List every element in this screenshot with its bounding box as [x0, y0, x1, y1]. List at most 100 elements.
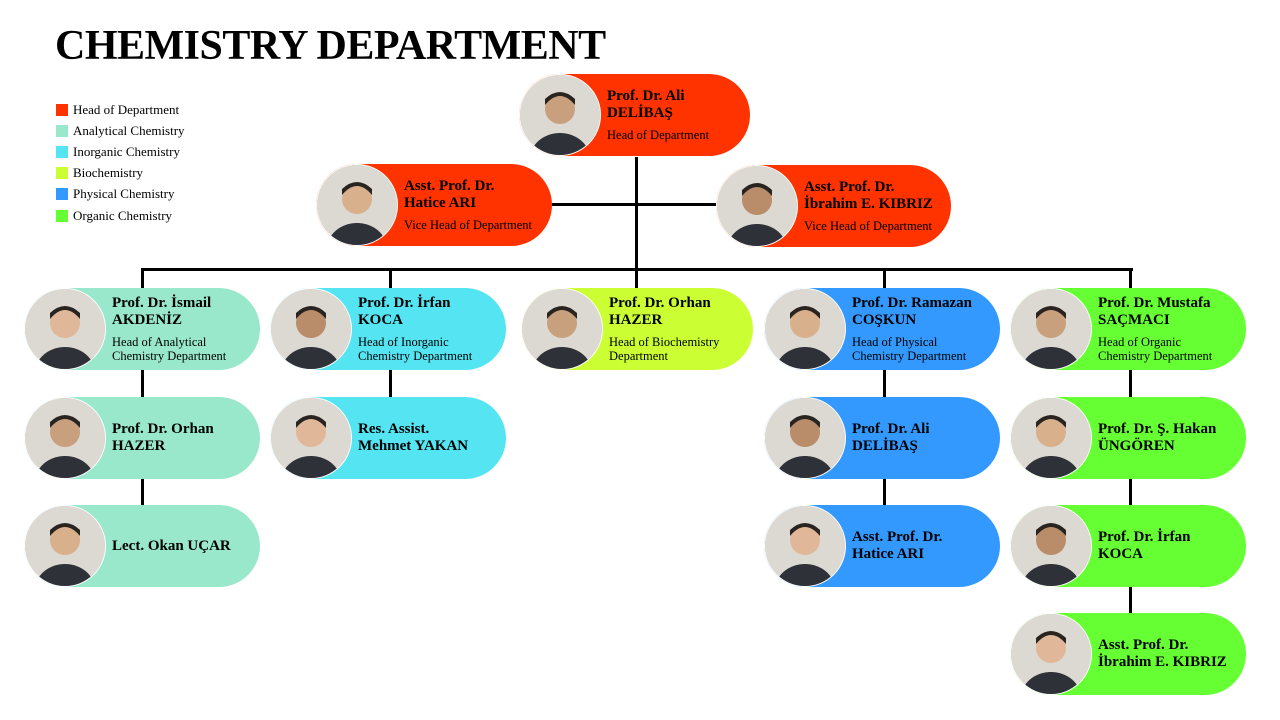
person-name-line: KOCA — [1098, 546, 1143, 562]
connector-line — [1129, 478, 1132, 505]
person-photo — [519, 74, 601, 156]
person-role-line: Head of Inorganic — [358, 335, 449, 349]
legend-label: Inorganic Chemistry — [73, 143, 180, 159]
person-name-line: Prof. Dr. Orhan — [112, 421, 214, 437]
connector-line — [1129, 370, 1132, 397]
person-photo — [764, 505, 846, 587]
person-name-line: Prof. Dr. Ali — [852, 421, 930, 437]
connector-line — [141, 370, 144, 397]
person-name-line: Hatice ARI — [404, 195, 477, 211]
connector-line — [1129, 268, 1132, 288]
connector-line — [389, 268, 392, 288]
person-photo — [764, 397, 846, 479]
connector-line — [552, 203, 716, 206]
person-name-line: Lect. Okan UÇAR — [112, 537, 231, 554]
legend-item: Head of Department — [56, 99, 185, 120]
person-role-line: Chemistry Department — [112, 349, 227, 363]
person-photo — [521, 288, 603, 370]
person-name-line: HAZER — [112, 438, 166, 454]
person-photo — [1010, 397, 1092, 479]
person-photo — [1010, 505, 1092, 587]
connector-line — [883, 268, 886, 288]
person-role-line: Vice Head of Department — [404, 218, 533, 232]
legend-item: Analytical Chemistry — [56, 120, 185, 141]
person-role-line: Chemistry Department — [852, 349, 967, 363]
person-name-line: Prof. Dr. İrfan — [1098, 529, 1191, 545]
person-text: Asst. Prof. Dr.Hatice ARI — [852, 505, 942, 587]
person-name-line: ÜNGÖREN — [1098, 438, 1175, 454]
legend-item: Organic Chemistry — [56, 205, 185, 226]
person-name-line: Asst. Prof. Dr. — [852, 529, 943, 545]
legend-item: Physical Chemistry — [56, 184, 185, 205]
person-photo — [270, 288, 352, 370]
person-name-line: COŞKUN — [852, 312, 917, 328]
legend-swatch — [56, 188, 68, 201]
person-role-line: Head of Organic — [1098, 335, 1182, 349]
connector-line — [883, 478, 886, 505]
person-text: Res. Assist.Mehmet YAKAN — [358, 397, 468, 479]
legend-swatch — [56, 209, 68, 222]
legend-swatch — [56, 124, 68, 137]
person-role-line: Department — [609, 349, 669, 363]
connector-line — [141, 268, 144, 288]
person-name-line: SAÇMACI — [1098, 312, 1170, 328]
person-text: Lect. Okan UÇAR — [112, 505, 231, 587]
legend-swatch — [56, 103, 68, 116]
legend-swatch — [56, 167, 68, 180]
page-title: CHEMISTRY DEPARTMENT — [55, 23, 606, 69]
person-card-analytical-3: Lect. Okan UÇAR — [24, 505, 260, 587]
person-card-organic-4: Asst. Prof. Dr.İbrahim E. KIBRIZ — [1010, 613, 1246, 695]
person-name-line: Prof. Dr. Orhan — [609, 295, 711, 311]
person-role-line: Head of Department — [607, 128, 710, 142]
person-text: Asst. Prof. Dr.İbrahim E. KIBRIZ — [1098, 613, 1227, 695]
person-name-line: Prof. Dr. İrfan — [358, 295, 451, 311]
person-photo — [24, 505, 106, 587]
person-role-line: Head of Analytical — [112, 335, 207, 349]
person-card-inorganic-2: Res. Assist.Mehmet YAKAN — [270, 397, 506, 479]
connector-line — [635, 268, 638, 288]
person-photo — [764, 288, 846, 370]
connector-line — [389, 370, 392, 397]
person-text: Asst. Prof. Dr.Hatice ARI Vice Head of De… — [404, 164, 532, 246]
legend-item: Biochemistry — [56, 163, 185, 184]
person-name-line: AKDENİZ — [112, 312, 183, 328]
person-name-line: Mehmet YAKAN — [358, 438, 469, 454]
person-photo — [1010, 613, 1092, 695]
person-name-line: Asst. Prof. Dr. — [404, 178, 495, 194]
person-name-line: Prof. Dr. Ramazan — [852, 295, 972, 311]
person-name-line: Asst. Prof. Dr. — [804, 179, 895, 195]
legend-label: Physical Chemistry — [73, 186, 175, 202]
legend-label: Analytical Chemistry — [73, 122, 185, 138]
connector-line — [1129, 587, 1132, 613]
person-role-line: Vice Head of Department — [804, 219, 933, 233]
person-role-line: Chemistry Department — [358, 349, 473, 363]
person-name-line: Prof. Dr. Ş. Hakan — [1098, 421, 1217, 437]
person-name-line: Prof. Dr. İsmail — [112, 295, 212, 311]
person-photo — [24, 397, 106, 479]
legend-label: Organic Chemistry — [73, 207, 173, 223]
person-name-line: Res. Assist. — [358, 421, 430, 437]
legend-label: Head of Department — [73, 101, 180, 117]
person-role-line: Head of Biochemistry — [609, 335, 720, 349]
legend-item: Inorganic Chemistry — [56, 141, 185, 162]
person-name-line: İbrahim E. KIBRIZ — [1098, 654, 1227, 670]
person-role-line: Chemistry Department — [1098, 349, 1213, 363]
person-card-physical-3: Asst. Prof. Dr.Hatice ARI — [764, 505, 1000, 587]
